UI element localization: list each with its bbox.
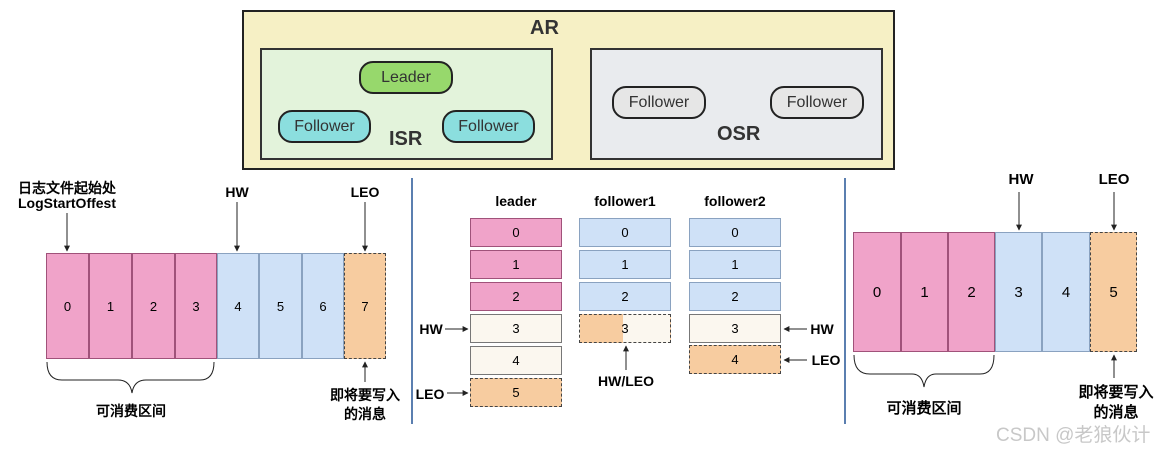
- follower1-cell: 1: [579, 250, 671, 279]
- follower2-leo-label: LEO: [811, 352, 841, 368]
- left-log-cell: 5: [259, 253, 302, 359]
- right-log-cell: 0: [853, 232, 901, 352]
- leader-hw-label: HW: [419, 321, 443, 337]
- follower2-cell: 2: [689, 282, 781, 311]
- follower2-cell: 3: [689, 314, 781, 343]
- log-start-label-cn: 日志文件起始处: [18, 180, 116, 196]
- follower1-cell: 3: [579, 314, 671, 343]
- right-log-cell: 4: [1042, 232, 1090, 352]
- log-start-label-en: LogStartOffest: [18, 195, 116, 211]
- isr-follower-node: Follower: [442, 110, 535, 143]
- left-log-cell: 6: [302, 253, 344, 359]
- left-log-cell: 0: [46, 253, 89, 359]
- ar-title: AR: [530, 17, 559, 39]
- right-hw-label: HW: [1008, 171, 1034, 188]
- right-leo-label: LEO: [1098, 171, 1130, 188]
- leader-cell: 5: [470, 378, 562, 407]
- right-pending-line2: 的消息: [1093, 404, 1139, 421]
- follower1-header: follower1: [594, 193, 656, 209]
- left-log-cell: 2: [132, 253, 175, 359]
- osr-follower-node: Follower: [770, 86, 864, 119]
- left-consumable-brace: [46, 361, 215, 394]
- follower2-cell: 1: [689, 250, 781, 279]
- right-consumable-brace: [853, 354, 995, 388]
- left-log-cell: 7: [344, 253, 386, 359]
- leader-cell: 1: [470, 250, 562, 279]
- right-log-cell: 1: [901, 232, 948, 352]
- follower1-hw-leo-label: HW/LEO: [598, 373, 654, 389]
- isr-label: ISR: [389, 128, 423, 150]
- left-pending-line1: 即将要写入: [330, 387, 400, 403]
- follower1-cell: 0: [579, 218, 671, 247]
- follower1-cell: 2: [579, 282, 671, 311]
- leader-cell: 2: [470, 282, 562, 311]
- left-pending-line2: 的消息: [344, 406, 386, 422]
- left-log-cell: 4: [217, 253, 259, 359]
- right-consumable-label: 可消费区间: [886, 400, 962, 417]
- leader-header: leader: [495, 193, 537, 209]
- right-log-cell: 5: [1090, 232, 1137, 352]
- left-consumable-label: 可消费区间: [96, 403, 166, 419]
- right-log-cell: 3: [995, 232, 1042, 352]
- isr-follower-node: Follower: [278, 110, 371, 143]
- right-log-cell: 2: [948, 232, 995, 352]
- left-log-cell: 3: [175, 253, 217, 359]
- follower2-cell: 0: [689, 218, 781, 247]
- leader-cell: 3: [470, 314, 562, 343]
- leader-node: Leader: [359, 61, 453, 94]
- left-hw-label: HW: [225, 184, 249, 200]
- leader-leo-label: LEO: [415, 386, 445, 402]
- follower2-hw-label: HW: [810, 321, 834, 337]
- leader-cell: 4: [470, 346, 562, 375]
- leader-cell: 0: [470, 218, 562, 247]
- left-log-cell: 1: [89, 253, 132, 359]
- watermark: CSDN @老狼伙计: [996, 425, 1151, 446]
- follower2-cell: 4: [689, 345, 781, 374]
- osr-follower-node: Follower: [612, 86, 706, 119]
- right-pending-line1: 即将要写入: [1078, 384, 1154, 401]
- left-leo-label: LEO: [350, 184, 380, 200]
- separator-right: [844, 178, 846, 424]
- osr-label: OSR: [717, 123, 761, 145]
- separator-left: [411, 178, 413, 424]
- follower2-header: follower2: [704, 193, 766, 209]
